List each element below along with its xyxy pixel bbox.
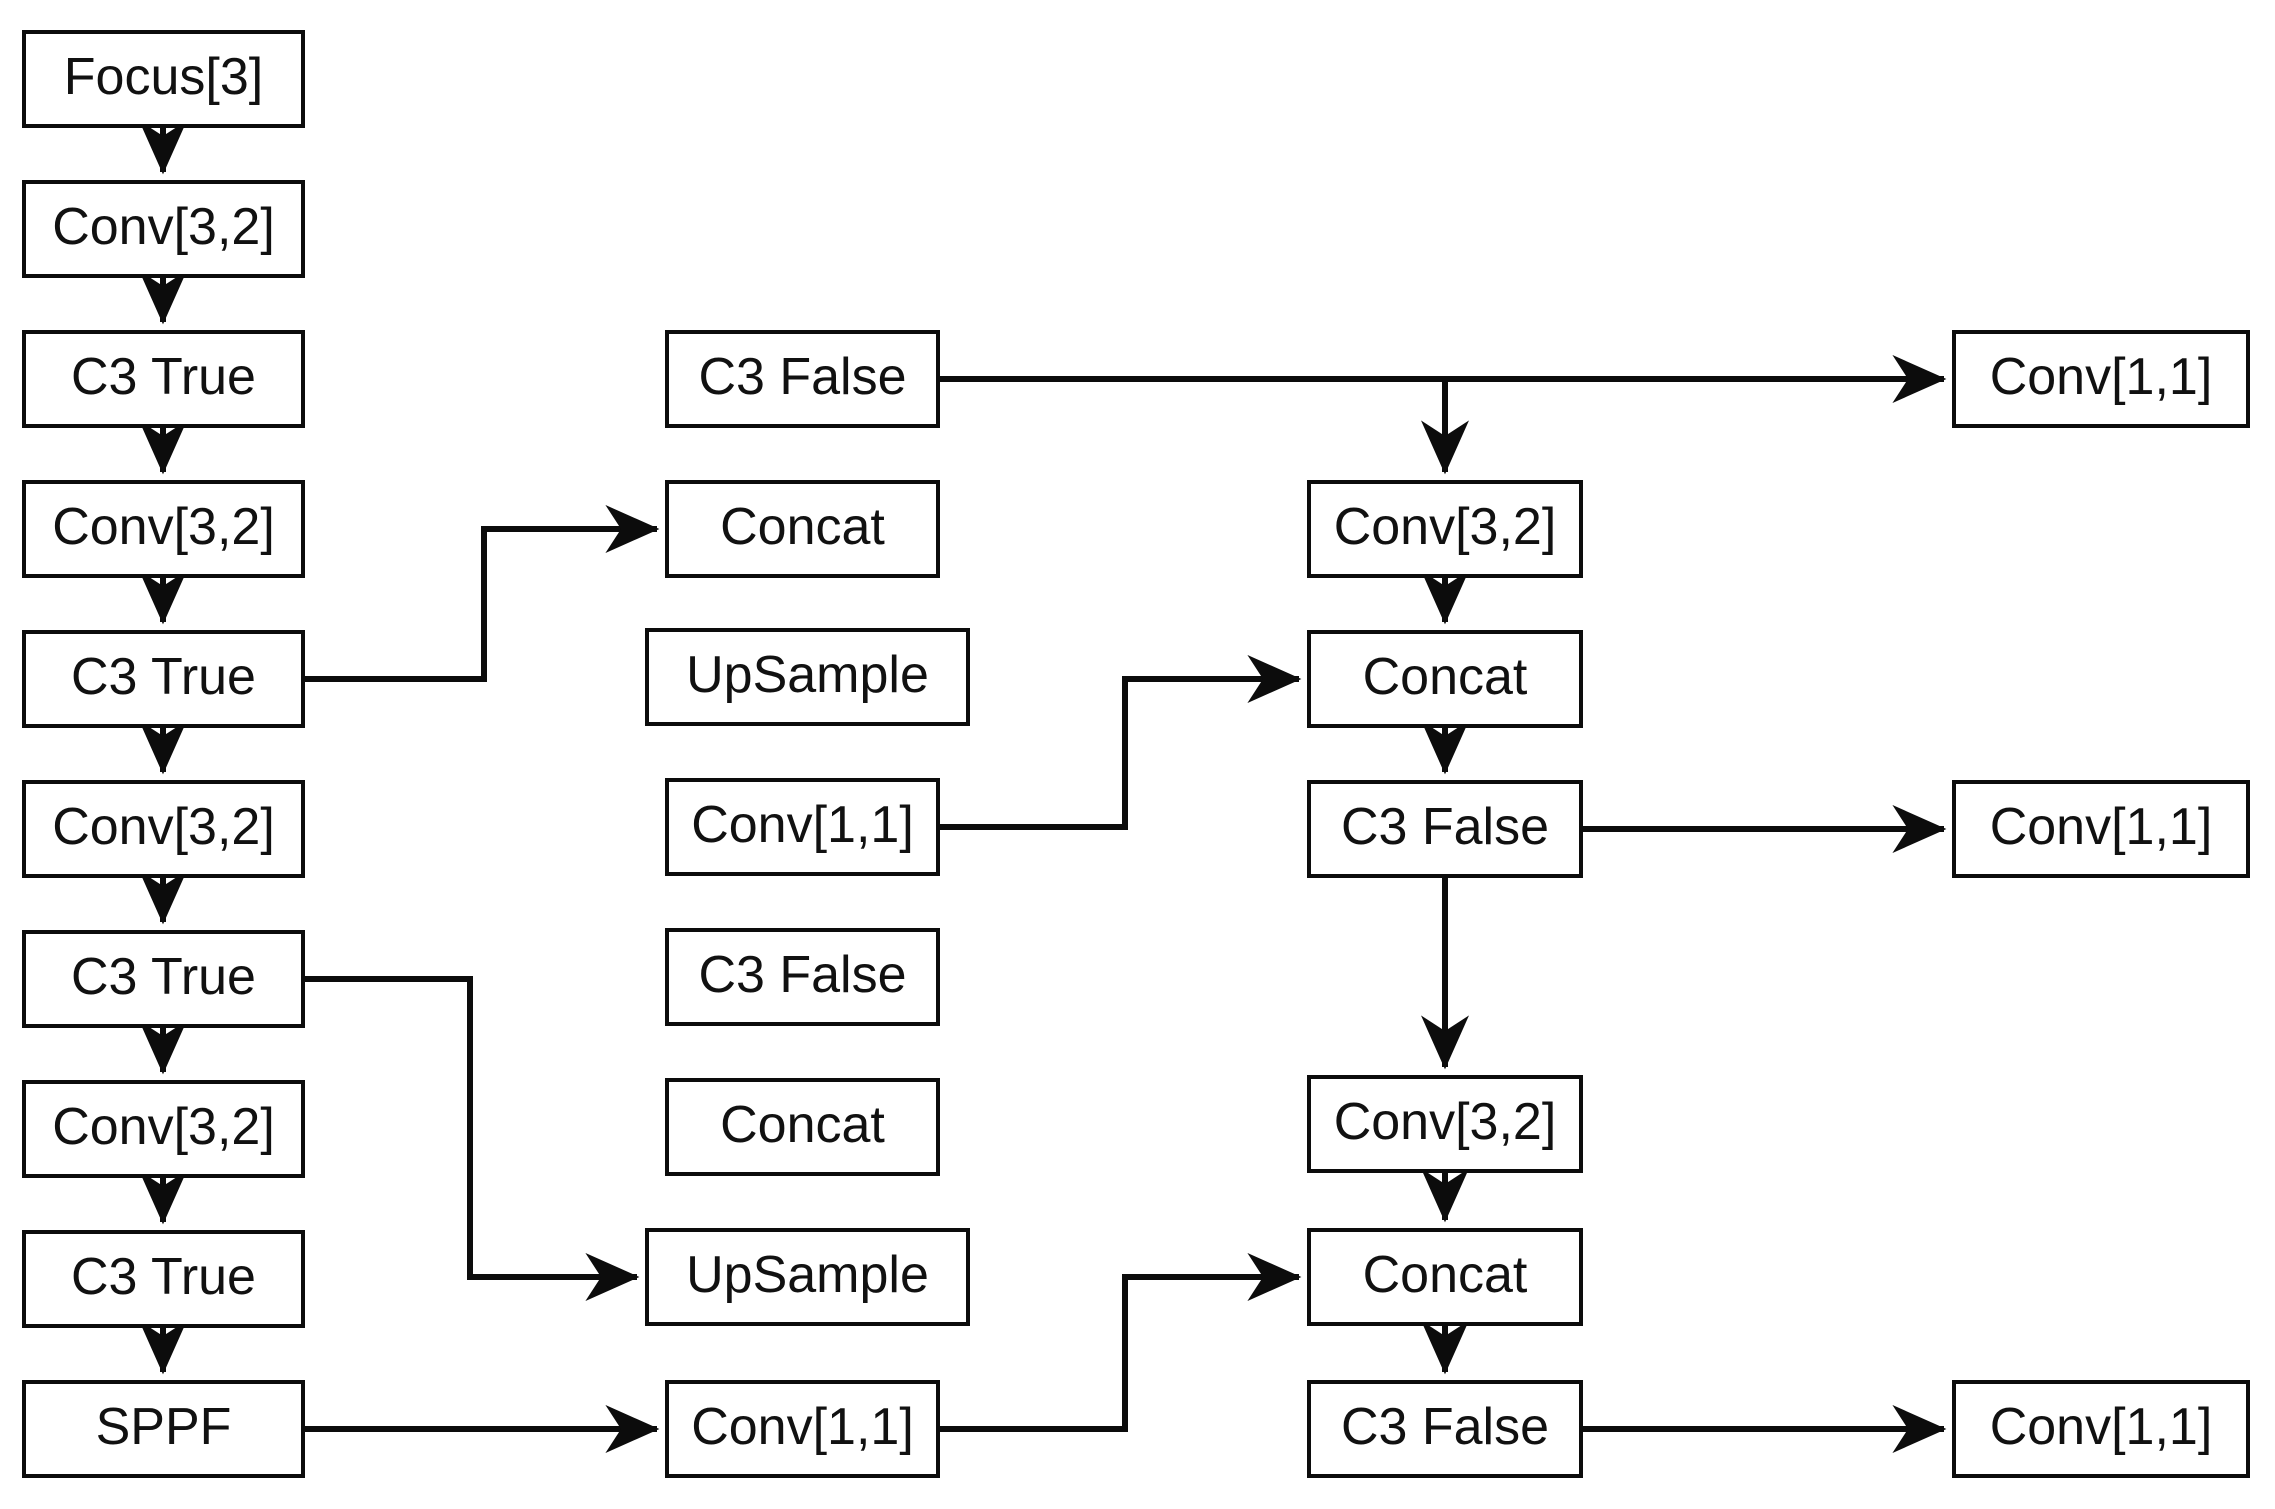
node-label: Conv[1,1] xyxy=(1989,348,2213,406)
node-head-conv-1-1-medium[interactable]: Conv[1,1] xyxy=(1952,780,2250,878)
node-label: Conv[3,2] xyxy=(1333,1093,1557,1151)
node-label: Conv[3,2] xyxy=(1333,498,1557,556)
edge-conv11-mid-to-concat-right-high xyxy=(940,655,1302,830)
node-concat-right-2[interactable]: Concat xyxy=(1307,1228,1583,1326)
node-label: C3 False xyxy=(1340,1398,1550,1456)
node-focus-3[interactable]: Focus[3] xyxy=(22,30,305,128)
node-concat-mid-2[interactable]: Concat xyxy=(665,1078,940,1176)
node-label: C3 False xyxy=(1340,798,1550,856)
node-conv-1-1-mid-2[interactable]: Conv[1,1] xyxy=(665,1380,940,1478)
node-label: Conv[3,2] xyxy=(52,1098,275,1156)
node-upsample-mid-2[interactable]: UpSample xyxy=(645,1228,970,1326)
node-label: Concat xyxy=(720,498,885,556)
node-c3-false-right-2[interactable]: C3 False xyxy=(1307,1380,1583,1478)
node-c3-true-3[interactable]: C3 True xyxy=(22,930,305,1028)
node-head-conv-1-1-large[interactable]: Conv[1,1] xyxy=(1952,1380,2250,1478)
node-label: SPPF xyxy=(95,1398,232,1456)
edge-conv11-mid-to-concat-right-low xyxy=(940,1253,1302,1432)
node-conv-3-2-backbone-4[interactable]: Conv[3,2] xyxy=(22,1080,305,1178)
node-conv-1-1-mid-1[interactable]: Conv[1,1] xyxy=(665,778,940,876)
node-label: C3 False xyxy=(698,946,907,1004)
node-label: Focus[3] xyxy=(63,48,264,106)
node-label: C3 False xyxy=(698,348,907,406)
node-sppf[interactable]: SPPF xyxy=(22,1380,305,1478)
node-label: Conv[3,2] xyxy=(52,498,275,556)
edge-c3b-to-concat-mid xyxy=(305,505,660,682)
edge-c3c-to-upsample-mid xyxy=(305,976,640,1301)
node-c3-false-mid-2[interactable]: C3 False xyxy=(665,928,940,1026)
node-label: Concat xyxy=(1362,648,1528,706)
node-conv-3-2-right-2[interactable]: Conv[3,2] xyxy=(1307,1075,1583,1173)
node-label: Conv[3,2] xyxy=(52,798,275,856)
node-label: C3 True xyxy=(71,348,256,406)
node-conv-3-2-backbone-3[interactable]: Conv[3,2] xyxy=(22,780,305,878)
node-label: C3 True xyxy=(71,948,256,1006)
node-conv-3-2-backbone-1[interactable]: Conv[3,2] xyxy=(22,180,305,278)
node-c3-true-4[interactable]: C3 True xyxy=(22,1230,305,1328)
node-head-conv-1-1-small[interactable]: Conv[1,1] xyxy=(1952,330,2250,428)
node-c3-true-1[interactable]: C3 True xyxy=(22,330,305,428)
node-concat-right-1[interactable]: Concat xyxy=(1307,630,1583,728)
node-label: UpSample xyxy=(686,1246,929,1304)
node-conv-3-2-backbone-2[interactable]: Conv[3,2] xyxy=(22,480,305,578)
node-c3-true-2[interactable]: C3 True xyxy=(22,630,305,728)
node-label: Conv[3,2] xyxy=(52,198,275,256)
node-label: Conv[1,1] xyxy=(1989,798,2213,856)
node-conv-3-2-right-1[interactable]: Conv[3,2] xyxy=(1307,480,1583,578)
node-label: Conv[1,1] xyxy=(691,1398,914,1456)
node-c3-false-right-1[interactable]: C3 False xyxy=(1307,780,1583,878)
node-label: C3 True xyxy=(71,648,256,706)
node-upsample-mid-1[interactable]: UpSample xyxy=(645,628,970,726)
node-label: UpSample xyxy=(686,646,929,704)
node-c3-false-mid-1[interactable]: C3 False xyxy=(665,330,940,428)
node-label: Concat xyxy=(1362,1246,1528,1304)
node-label: C3 True xyxy=(71,1248,256,1306)
node-concat-mid-1[interactable]: Concat xyxy=(665,480,940,578)
node-label: Conv[1,1] xyxy=(691,796,914,854)
node-label: Conv[1,1] xyxy=(1989,1398,2213,1456)
node-label: Concat xyxy=(720,1096,885,1154)
